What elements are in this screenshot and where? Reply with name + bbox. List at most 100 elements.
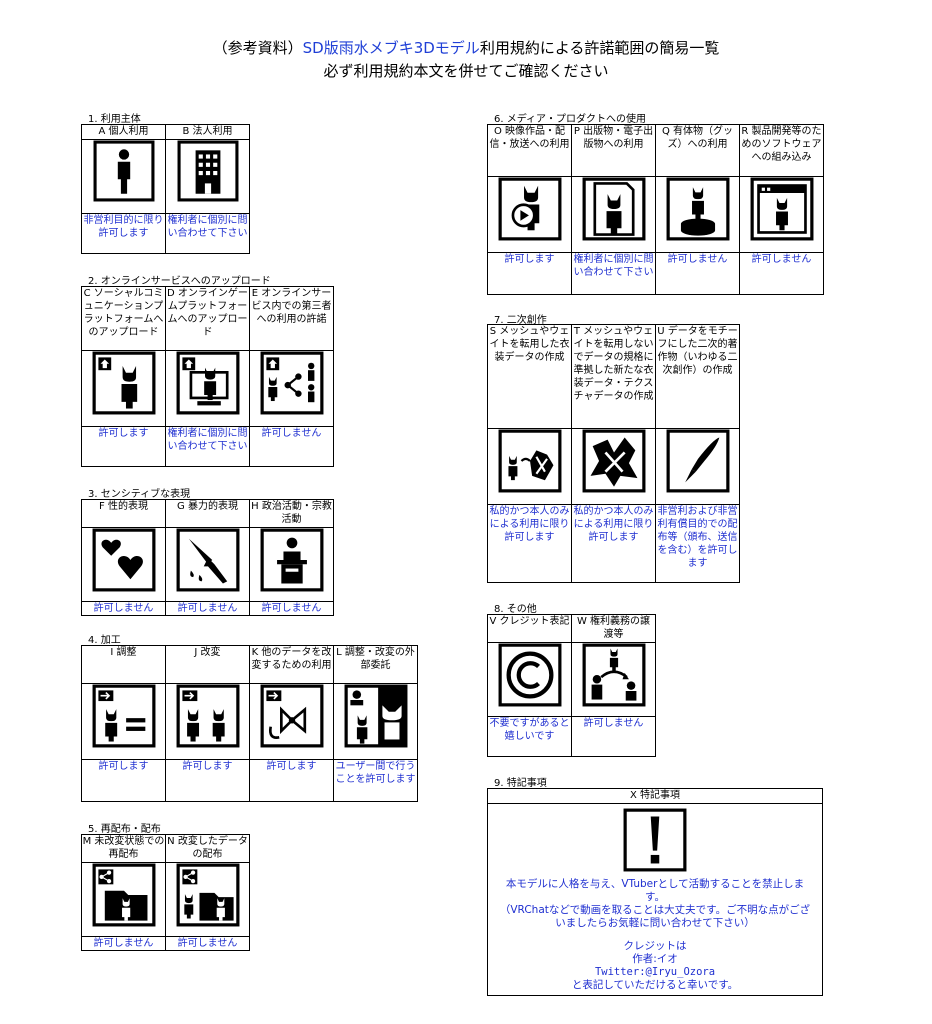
transfer-icon [582,643,646,707]
costume-icon [498,429,562,493]
section-title-6: 6. メディア・プロダクトへの使用 [494,114,647,125]
col-d-result: 権利者に個別に問い合わせて下さい [165,426,250,467]
page-title: （参考資料）SD版雨水メブキ3Dモデル利用規約による許諾範囲の簡易一覧 [0,37,932,58]
section-title-9: 9. 特記事項 [494,778,547,789]
col-c-result: 許可します [81,426,166,467]
distribute-modified-icon [176,863,240,927]
col-m-label: M 未改変状態での再配布 [81,834,166,863]
title-model-name: SD版雨水メブキ3Dモデル [302,39,480,57]
col-p-result: 権利者に個別に問い合わせて下さい [571,252,656,295]
col-i-result: 許可します [81,759,166,802]
col-n-label: N 改変したデータの配布 [165,834,250,863]
col-i-icon-cell [81,683,166,760]
col-l-label: L 調整・改変の外部委託 [333,645,418,684]
section-title-1: 1. 利用主体 [88,114,141,125]
section-3-table: F 性的表現 G 暴力的表現 H 政治活動・宗教活動 許可しません 許可しません… [81,499,334,616]
col-r-result: 許可しません [739,252,824,295]
col-w-icon-cell [571,642,656,717]
exclamation-icon [623,808,687,872]
title-suffix: 利用規約による許諾範囲の簡易一覧 [479,39,720,57]
knife-icon [176,528,240,592]
redistribute-icon [92,863,156,927]
note-line-1: 本モデルに人格を与え、VTuberとして活動することを禁止します。 [505,878,805,903]
col-e-result: 許可しません [249,426,334,467]
game-platform-icon [176,351,240,415]
podium-icon [260,528,324,592]
section-title-2: 2. オンラインサービスへのアップロード [88,276,271,287]
col-l-icon-cell [333,683,418,760]
col-m-icon-cell [81,862,166,937]
col-a-result: 非営利目的に限り許可します [81,213,166,254]
col-s-result: 私的かつ本人のみによる利用に限り許可します [487,504,572,583]
ribbon-icon [260,684,324,748]
col-j-result: 許可します [165,759,250,802]
section-8-table: V クレジット表記 W 権利義務の譲渡等 不要ですがあると嬉しいです 許可しませ… [487,614,656,757]
outsource-icon [344,684,408,748]
col-b-result: 権利者に個別に問い合わせて下さい [165,213,250,254]
col-g-result: 許可しません [165,601,250,616]
col-i-label: I 調整 [81,645,166,684]
section-5-table: M 未改変状態での再配布 N 改変したデータの配布 許可しません 許可しません [81,834,250,951]
section-title-7: 7. 二次創作 [494,315,547,326]
col-o-label: O 映像作品・配信・放送への利用 [487,124,572,177]
book-icon [582,177,646,241]
col-d-label: D オンラインゲームプラットフォームへのアップロード [165,286,250,351]
new-costume-icon [582,429,646,493]
special-notes-box: X 特記事項 本モデルに人格を与え、VTuberとして活動することを禁止します。… [487,788,823,996]
col-e-icon-cell [249,350,334,427]
credit-label: クレジットは [623,940,687,952]
person-icon [93,140,155,202]
section-title-8: 8. その他 [494,604,537,615]
col-j-icon-cell [165,683,250,760]
col-k-icon-cell [249,683,334,760]
col-j-label: J 改変 [165,645,250,684]
section-1-table: A 個人利用 B 法人利用 非営利目的に限り許可します 権利者に個別に問い合わせ… [81,124,250,254]
col-f-label: F 性的表現 [81,499,166,528]
col-b-label: B 法人利用 [165,124,250,140]
col-f-result: 許可しません [81,601,166,616]
section-title-3: 3. センシティブな表現 [88,489,191,500]
special-notes-body: 本モデルに人格を与え、VTuberとして活動することを禁止します。 （VRCha… [488,872,822,992]
section-6-table: O 映像作品・配信・放送への利用 P 出版物・電子出版物への利用 Q 有体物（グ… [487,124,824,295]
col-d-icon-cell [165,350,250,427]
title-prefix: （参考資料） [212,39,303,57]
col-h-icon-cell [249,527,334,602]
col-h-label: H 政治活動・宗教活動 [249,499,334,528]
col-r-icon-cell [739,176,824,253]
credit-twitter: Twitter:@Iryu_Ozora [594,966,716,978]
special-notes-head: X 特記事項 [488,789,822,804]
col-h-result: 許可しません [249,601,334,616]
col-w-result: 許可しません [571,716,656,757]
col-c-label: C ソーシャルコミュニケーションプラットフォームへのアップロード [81,286,166,351]
col-v-icon-cell [487,642,572,717]
note-line-2: （VRChatなどで動画を取ることは大丈夫です。ご不明な点がございましたらお気軽… [499,904,811,929]
software-icon [750,177,814,241]
col-q-result: 許可しません [655,252,740,295]
col-g-icon-cell [165,527,250,602]
col-u-label: U データをモチーフにした二次的著作物（いわゆる二次創作）の作成 [655,324,740,429]
video-icon [498,177,562,241]
col-s-icon-cell [487,428,572,505]
modify-icon [176,684,240,748]
col-p-icon-cell [571,176,656,253]
col-f-icon-cell [81,527,166,602]
col-u-result: 非営利および非営利有償目的での配布等（頒布、送信を含む）を許可します [655,504,740,583]
col-l-result: ユーザー間で行うことを許可します [333,759,418,802]
col-e-label: E オンラインサービス内での第三者への利用の許諾 [249,286,334,351]
col-g-label: G 暴力的表現 [165,499,250,528]
col-w-label: W 権利義務の譲渡等 [571,614,656,643]
figure-goods-icon [666,177,730,241]
col-v-result: 不要ですがあると嬉しいです [487,716,572,757]
section-title-5: 5. 再配布・配布 [88,824,161,835]
col-t-icon-cell [571,428,656,505]
upload-cat-icon [92,351,156,415]
section-2-table: C ソーシャルコミュニケーションプラットフォームへのアップロード D オンライン… [81,286,334,467]
page-subtitle: 必ず利用規約本文を併せてご確認ください [323,62,609,80]
col-u-icon-cell [655,428,740,505]
col-n-icon-cell [165,862,250,937]
col-t-result: 私的かつ本人のみによる利用に限り許可します [571,504,656,583]
adjust-icon [92,684,156,748]
col-q-icon-cell [655,176,740,253]
col-v-label: V クレジット表記 [487,614,572,643]
col-o-icon-cell [487,176,572,253]
